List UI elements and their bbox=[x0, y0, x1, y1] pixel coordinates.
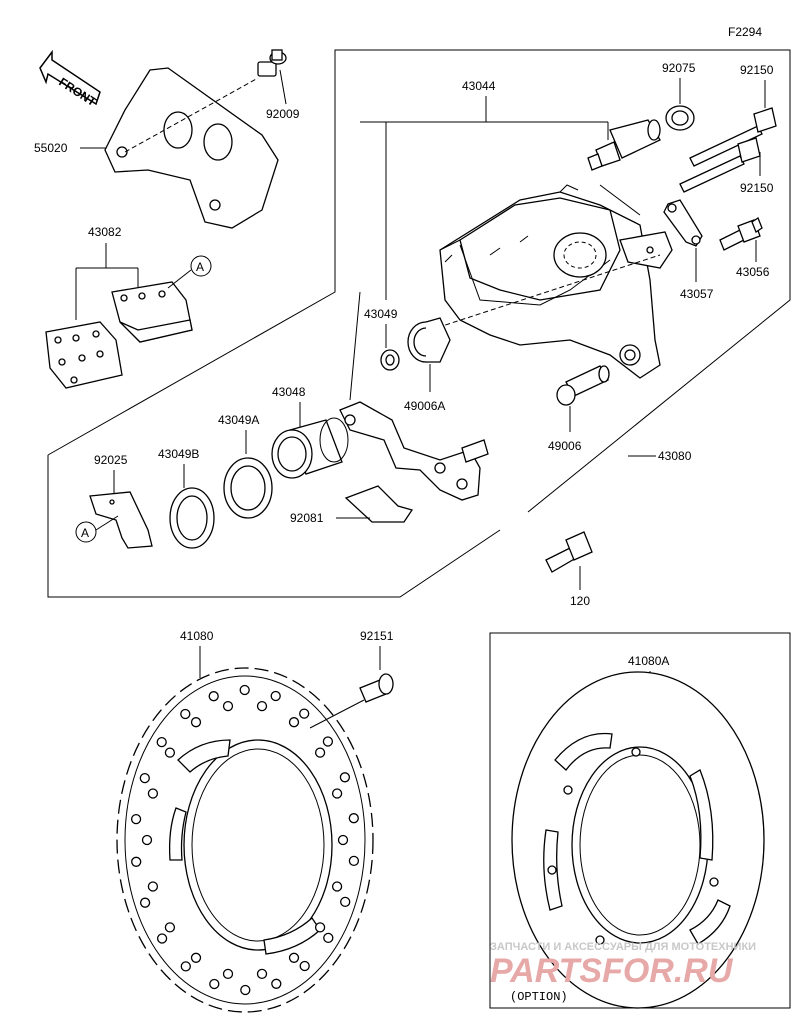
link-43057 bbox=[663, 199, 703, 247]
disc-hole bbox=[337, 834, 349, 846]
label-92081: 92081 bbox=[290, 511, 324, 525]
disc-hole bbox=[180, 708, 191, 720]
label-55020: 55020 bbox=[34, 141, 68, 155]
disc-hole bbox=[322, 736, 334, 747]
disc-hole bbox=[271, 978, 282, 989]
boot-92075 bbox=[665, 105, 695, 131]
disc-hole bbox=[256, 700, 268, 712]
disc-hole bbox=[139, 897, 151, 908]
brake-disc-41080 bbox=[116, 667, 374, 1013]
disc-hole bbox=[222, 700, 234, 712]
seal-43049A bbox=[223, 457, 273, 519]
watermark-line2: PARTSFOR.RU bbox=[490, 952, 734, 990]
disc-hole bbox=[314, 747, 326, 758]
bolt-49006 bbox=[556, 365, 610, 406]
bolt-120 bbox=[545, 531, 593, 573]
sleeve-pin bbox=[587, 119, 661, 171]
label-120: 120 bbox=[570, 594, 590, 608]
disc-hole bbox=[156, 736, 167, 748]
brake-disc-41080A bbox=[511, 671, 765, 1009]
label-92150-top: 92150 bbox=[740, 63, 774, 77]
callout-a-top-label: A bbox=[196, 260, 204, 274]
label-43048: 43048 bbox=[272, 385, 306, 399]
disc-hole bbox=[348, 855, 360, 867]
caliper-box-outline bbox=[47, 49, 791, 513]
disc-hole bbox=[139, 772, 150, 784]
disc-hole bbox=[141, 834, 153, 846]
caliper-box-bottom bbox=[47, 455, 501, 598]
brake-pad-back bbox=[111, 281, 193, 343]
bracket-55020 bbox=[104, 67, 279, 229]
disc-hole bbox=[256, 968, 268, 980]
disc-hole bbox=[208, 691, 219, 702]
seal-43049 bbox=[380, 349, 400, 371]
disc-hole bbox=[331, 881, 343, 892]
label-49006A: 49006A bbox=[404, 399, 445, 413]
disc-hole bbox=[222, 968, 234, 980]
disc-hole bbox=[209, 978, 220, 990]
disc-hole bbox=[147, 788, 159, 799]
label-43056: 43056 bbox=[736, 265, 770, 279]
disc-hole bbox=[190, 717, 202, 728]
disc-hole bbox=[299, 960, 310, 972]
callout-a-bottom-label: A bbox=[81, 526, 89, 540]
caliper-mount-bracket bbox=[339, 401, 489, 501]
label-92150-bottom: 92150 bbox=[740, 181, 774, 195]
disc-hole bbox=[288, 717, 300, 728]
label-43049: 43049 bbox=[364, 307, 398, 321]
label-41080: 41080 bbox=[180, 629, 214, 643]
bolt-92009 bbox=[257, 49, 287, 77]
disc-hole bbox=[240, 984, 251, 996]
label-92025: 92025 bbox=[94, 453, 128, 467]
clip-92025 bbox=[89, 491, 153, 549]
label-49006: 49006 bbox=[548, 439, 582, 453]
pad-spring-92081 bbox=[344, 485, 414, 523]
disc-hole bbox=[288, 952, 300, 963]
disc-hole bbox=[190, 952, 202, 963]
disc-hole bbox=[156, 933, 168, 944]
label-43082: 43082 bbox=[88, 225, 122, 239]
disc-hole bbox=[147, 881, 159, 892]
disc-hole bbox=[164, 747, 176, 758]
watermark-line1: ЗАПЧАСТИ И АКСЕССУАРЫ ДЛЯ МОТОТЕХНИКИ bbox=[490, 941, 756, 953]
callout-a-top bbox=[190, 255, 212, 277]
bolt-92151 bbox=[359, 673, 394, 703]
option-label: (OPTION) bbox=[510, 990, 568, 1004]
disc-hole bbox=[299, 708, 310, 719]
disc-hole bbox=[340, 896, 351, 908]
disc-hole bbox=[323, 932, 334, 944]
collar-43048 bbox=[271, 417, 349, 479]
front-arrow-icon: FRONT bbox=[39, 49, 101, 109]
callout-a-bottom bbox=[75, 521, 97, 543]
label-43049A: 43049A bbox=[218, 413, 259, 427]
disc-hole bbox=[180, 961, 191, 972]
label-43080: 43080 bbox=[658, 449, 692, 463]
disc-hole bbox=[339, 772, 351, 783]
brake-pad-front bbox=[45, 321, 123, 389]
bleeder-valve-43056 bbox=[719, 217, 763, 251]
disc-hole bbox=[164, 922, 176, 933]
label-92009: 92009 bbox=[266, 107, 300, 121]
label-41080A: 41080A bbox=[628, 654, 669, 668]
disc-hole bbox=[239, 684, 250, 696]
disc-hole bbox=[331, 788, 343, 799]
disc-hole bbox=[314, 922, 326, 933]
pin-92150-top bbox=[689, 107, 777, 167]
disc-holes bbox=[130, 684, 360, 996]
brake-caliper-body bbox=[429, 184, 673, 379]
piston-49006A bbox=[407, 317, 451, 363]
seal-43049B bbox=[169, 487, 215, 549]
label-43057: 43057 bbox=[680, 287, 714, 301]
label-43044: 43044 bbox=[462, 79, 496, 93]
diagram-code: F2294 bbox=[728, 25, 762, 39]
disc-hole bbox=[131, 856, 142, 867]
disc-hole bbox=[130, 813, 142, 825]
label-92151: 92151 bbox=[360, 629, 394, 643]
disc-hole bbox=[270, 690, 281, 702]
disc-hole bbox=[348, 813, 359, 824]
pin-92150-bottom bbox=[679, 137, 761, 193]
label-43049B: 43049B bbox=[158, 447, 199, 461]
label-92075: 92075 bbox=[662, 61, 696, 75]
